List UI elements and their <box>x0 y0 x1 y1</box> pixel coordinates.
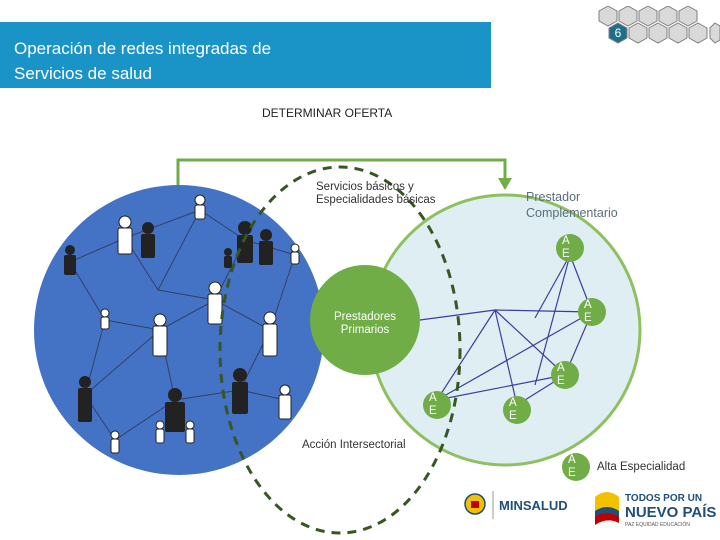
node-letter: A <box>584 299 592 311</box>
diagram-title: DETERMINAR OFERTA <box>262 106 393 120</box>
person-icon <box>207 281 223 325</box>
label-primary-line1: Prestadores <box>333 311 396 323</box>
person-icon <box>155 420 165 444</box>
node-letter: E <box>568 467 576 479</box>
person-icon <box>262 311 278 357</box>
person-icon <box>259 229 273 265</box>
person-icon <box>237 221 253 263</box>
hex-cell <box>668 22 688 44</box>
gov-slogan-line3: PAZ EQUIDAD EDUCACIÓN <box>625 521 690 528</box>
determine-offer-bracket <box>176 158 507 185</box>
hex-cell <box>628 22 648 44</box>
label-basic-services-line2: Especialidades básicas <box>316 194 436 206</box>
slide-hex-navigator: 6 <box>598 6 720 44</box>
label-complementary-line2: Complementario <box>526 206 618 220</box>
hex-cell <box>598 6 618 27</box>
node-label: A E <box>509 397 517 423</box>
person-icon <box>152 313 168 357</box>
header-title-line1: Operación de redes integradas de <box>14 39 272 58</box>
header-banner: Operación de redes integradas de Servici… <box>0 22 491 88</box>
nuevo-pais-flag-icon <box>595 492 619 525</box>
person-icon <box>232 368 248 414</box>
hex-cell <box>709 22 720 44</box>
label-primary-providers: Prestadores Primarios <box>328 311 402 337</box>
node-letter: E <box>509 410 517 422</box>
person-icon <box>278 384 292 420</box>
specialty-node <box>578 298 606 326</box>
legend-label-high-specialty: Alta Especialidad <box>597 461 686 473</box>
hex-cell <box>638 6 658 27</box>
node-label: A E <box>562 235 570 261</box>
slide-number: 6 <box>615 26 622 40</box>
footer-logos: MINSALUD TODOS POR UN NUEVO PAÍS PAZ EQU… <box>464 491 716 528</box>
specialty-node <box>551 361 579 389</box>
intersectoral-action-ring <box>218 165 462 535</box>
hex-cell <box>658 6 678 27</box>
label-complementary-provider: Prestador Complementario <box>526 189 618 221</box>
node-letter: E <box>562 248 570 260</box>
hex-cell <box>648 22 668 44</box>
person-icon <box>110 430 120 454</box>
person-icon <box>165 388 185 432</box>
hex-cell <box>678 6 698 27</box>
people-group <box>64 194 300 454</box>
node-letter: A <box>509 397 517 409</box>
gov-slogan-line2: NUEVO PAÍS <box>625 504 716 521</box>
specialty-network-lines <box>419 254 593 406</box>
person-icon <box>64 245 76 275</box>
header-title-line2: Servicios de salud <box>14 64 152 83</box>
node-letter: A <box>562 235 570 247</box>
person-icon <box>78 376 92 422</box>
colombia-shield-icon <box>464 493 486 515</box>
person-icon <box>224 248 232 268</box>
gov-slogan-line1: TODOS POR UN <box>625 493 702 504</box>
legend-node <box>562 453 590 481</box>
node-label: A E <box>557 362 565 388</box>
specialty-node <box>556 234 584 262</box>
person-icon <box>117 215 133 255</box>
specialty-node <box>503 396 531 424</box>
arrow-head-icon <box>498 178 512 190</box>
node-letter: A <box>429 392 437 404</box>
node-label: A E <box>429 392 437 418</box>
person-icon <box>100 308 110 330</box>
person-icon <box>194 194 206 220</box>
specialty-node <box>423 391 451 419</box>
hex-cell-current <box>608 22 628 44</box>
person-icon <box>141 222 155 258</box>
minsalud-logo-text: MINSALUD <box>499 498 568 513</box>
population-network-lines <box>69 209 296 441</box>
label-basic-services: Servicios básicos y Especialidades básic… <box>316 181 436 207</box>
label-complementary-line1: Prestador <box>526 190 581 204</box>
person-icon <box>290 243 300 265</box>
node-label: A E <box>584 299 592 325</box>
label-primary-line2: Primarios <box>340 324 390 336</box>
node-letter: E <box>584 312 592 324</box>
label-basic-services-line1: Servicios básicos y <box>316 181 414 193</box>
person-icon <box>185 420 195 444</box>
node-letter: E <box>429 405 437 417</box>
node-letter: A <box>557 362 565 374</box>
legend-node-label: A E <box>568 454 576 480</box>
label-intersectoral-action: Acción Intersectorial <box>302 439 406 451</box>
node-letter: A <box>568 454 576 466</box>
hex-cell <box>688 22 708 44</box>
primary-providers-circle <box>310 265 420 375</box>
node-letter: E <box>557 375 565 387</box>
hex-cell <box>618 6 638 27</box>
